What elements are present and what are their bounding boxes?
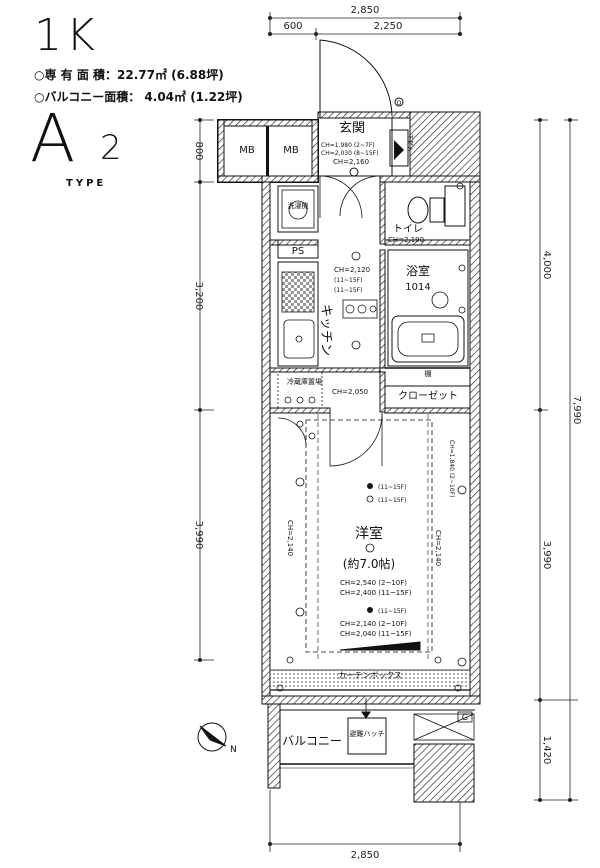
kitchen-label: キッチン	[318, 304, 333, 356]
dim-top-right: 2,250	[374, 21, 403, 32]
kitchen-ch3: (11~15F)	[334, 287, 362, 294]
type-code-sub: 2	[100, 128, 122, 168]
washer-label: 洗濯機	[288, 201, 309, 210]
western-note-2: (11~15F)	[378, 497, 406, 504]
western-ch1: CH=2,540 (2~10F)	[340, 579, 407, 587]
curtain-box-label: カーテンボックス	[338, 671, 402, 680]
kitchen-fixtures	[277, 251, 378, 367]
balcony-area	[280, 698, 475, 769]
hall-ch: CH=2,050	[332, 388, 368, 396]
type-word: TYPE	[66, 178, 107, 189]
genkan-label: 玄関	[339, 121, 365, 136]
dimension-labels: 2,850 600 2,250 2,850 800 3,200 3,990 4,…	[193, 5, 582, 861]
western-left-ch: CH=2,140	[286, 520, 294, 556]
closet-label: クローゼット	[398, 390, 458, 402]
balcony-label: バルコニー	[282, 734, 342, 748]
mb-label-1: MB	[239, 145, 255, 156]
dim-right-7990: 7,990	[571, 396, 582, 425]
western-ch3: CH=2,140 (2~10F)	[340, 620, 407, 628]
getabako-arrow-icon	[394, 140, 404, 160]
western-note-1: (11~15F)	[378, 484, 406, 491]
toilet-ch: CH=2,190	[388, 236, 424, 244]
ps-label: PS	[292, 246, 304, 257]
meter-box: MB MB	[239, 145, 299, 156]
toilet-fixtures	[407, 182, 466, 227]
kitchen-ch1: CH=2,120	[334, 266, 370, 274]
bath-size: 1014	[405, 282, 430, 293]
dim-right-1420: 1,420	[541, 736, 552, 765]
western-room-outline	[269, 414, 471, 692]
dim-bottom-total: 2,850	[351, 850, 380, 861]
western-label: 洋室	[355, 525, 383, 542]
hall-closet	[277, 371, 383, 467]
type-code: A	[30, 100, 76, 177]
exclusive-area-text: ○専 有 面 積：22.77㎡ (6.88坪)	[34, 68, 224, 82]
svg-text:N: N	[230, 745, 237, 755]
western-right-ch: CH=2,140	[434, 530, 442, 566]
walls	[217, 111, 481, 803]
western-ch2: CH=2,400 (11~15F)	[340, 589, 412, 597]
north-arrow-icon: N	[197, 722, 237, 755]
entrance-area	[317, 39, 409, 219]
washer-ps	[277, 185, 319, 259]
entrance-labels: 玄関 CH=1,980 (2~7F) CH=2,030 (8~15F) CH=2…	[321, 100, 413, 166]
getabako-label: 下足入	[406, 134, 413, 152]
hatch-label: 避難ハッチ	[350, 729, 385, 738]
dim-top-left: 600	[283, 21, 302, 32]
dim-left-3990: 3,990	[193, 521, 204, 550]
dim-right-3990: 3,990	[541, 541, 552, 570]
door-mark: D	[397, 100, 402, 107]
dim-right-4000: 4,000	[541, 251, 552, 280]
western-ch4: CH=2,040 (11~15F)	[340, 630, 412, 638]
genkan-ch1: CH=1,980 (2~7F)	[321, 142, 375, 149]
western-beam-ch: CH=1,840 (2~10F)	[448, 440, 455, 497]
western-size: (約7.0帖)	[343, 556, 395, 571]
genkan-ch2: CH=2,030 (8~15F)	[321, 150, 378, 157]
dimension-ticks	[198, 16, 572, 846]
g-label: G	[462, 713, 468, 722]
dim-left-3200: 3,200	[193, 282, 204, 311]
bath-label: 浴室	[406, 263, 430, 278]
mb-label-2: MB	[283, 145, 299, 156]
bath-fixtures	[387, 249, 469, 367]
fridge-label: 冷蔵庫置場	[287, 377, 322, 386]
balcony-area-text: ○バルコニー面積： 4.04㎡ (1.22坪)	[34, 90, 243, 104]
dim-top-total: 2,850	[351, 5, 380, 16]
toilet-label: トイレ	[393, 224, 423, 235]
genkan-ch3: CH=2,160	[333, 158, 369, 166]
western-room-lights	[367, 483, 373, 613]
closet-top-label: 棚	[425, 369, 432, 378]
western-note-3: (11~15F)	[378, 608, 406, 615]
dim-left-800: 800	[193, 141, 204, 160]
layout-type-label: 1K	[34, 10, 99, 61]
kitchen-ch2: (11~15F)	[334, 277, 362, 284]
